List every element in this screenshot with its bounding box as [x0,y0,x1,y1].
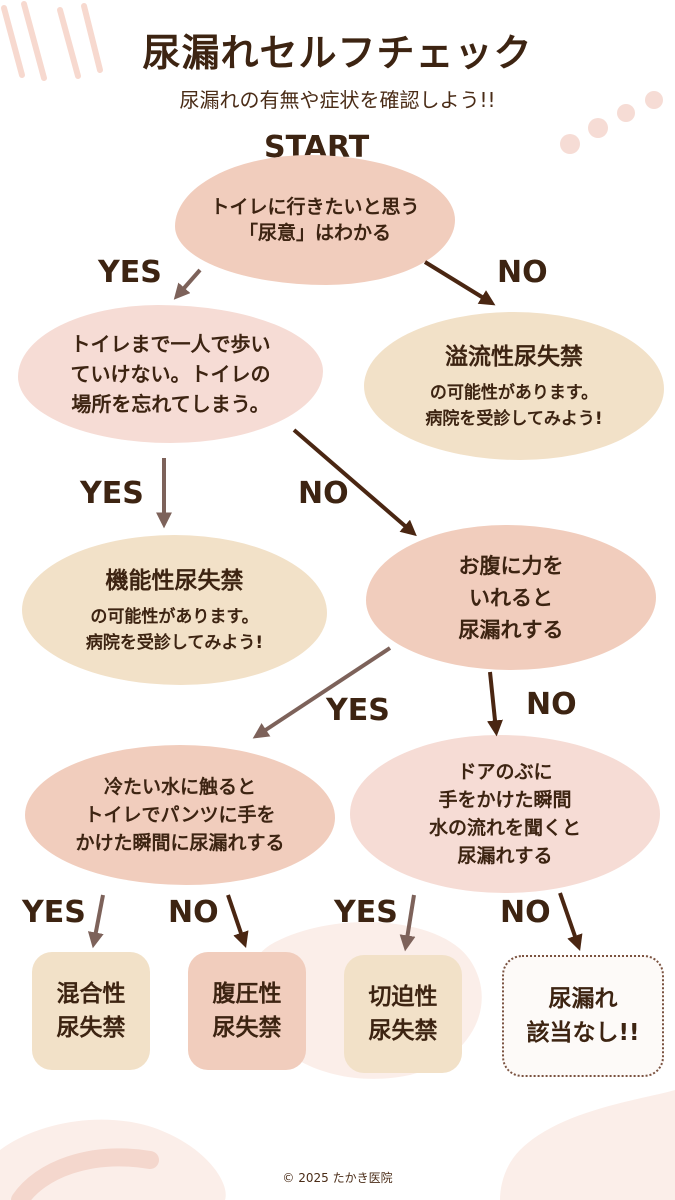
result-line: 腹圧性 [212,981,282,1007]
question-line: 冷たい水に触ると [103,776,256,798]
decor-stripe [81,3,103,73]
question-line: いれると [469,585,553,610]
decor-dot [645,91,663,109]
arrow-q1-no [423,260,496,306]
result-line: 該当なし!! [526,1020,640,1046]
decor-dot [560,134,580,154]
no-label: NO [526,687,577,722]
decor-dot [617,104,635,122]
question-line: 水の流れを聞くと [428,817,581,839]
footer-copyright: © 2025 たかき医院 [282,1171,393,1185]
question-line: ていけない。トイレの [70,362,271,386]
yes-label: YES [98,255,162,290]
result-urge-incontinence: 切迫性 尿失禁 [344,955,462,1073]
result-line: 混合性 [56,981,126,1007]
question-leak-on-cold-water: 冷たい水に触ると トイレでパンツに手を かけた瞬間に尿漏れする [25,745,335,885]
question-line: 尿漏れする [458,617,564,642]
arrow-q1-yes [173,268,202,300]
result-mixed-incontinence: 混合性 尿失禁 [32,952,150,1070]
result-line: 尿失禁 [56,1015,126,1041]
question-leak-on-door-knob: ドアのぶに 手をかけた瞬間 水の流れを聞くと 尿漏れする [350,735,660,893]
result-line: の可能性があります。 [429,383,599,403]
question-line: 手をかけた瞬間 [438,789,572,811]
question-cannot-walk-to-toilet: トイレまで一人で歩い ていけない。トイレの 場所を忘れてしまう。 [18,305,323,443]
result-title: 機能性尿失禁 [105,568,244,594]
arrow-q2-no [292,428,417,537]
arrow-q3-yes [252,646,392,739]
arrow-q5-no [558,892,583,952]
decor-stripe [1,5,25,78]
question-line: トイレまで一人で歩い [70,332,271,356]
question-line: トイレに行きたいと思う [210,196,420,218]
decor-swoosh [11,1148,159,1200]
result-line: 尿漏れ [548,986,618,1012]
no-label: NO [497,255,548,290]
decor-dot [588,118,608,138]
page-title: 尿漏れセルフチェック [142,31,533,75]
yes-label: YES [80,476,144,511]
result-line: 切迫性 [368,984,438,1010]
yes-label: YES [334,895,398,930]
question-urge-sensation: トイレに行きたいと思う 「尿意」はわかる [175,155,455,285]
page-subtitle: 尿漏れの有無や症状を確認しよう!! [179,88,496,112]
question-line: お腹に力を [458,553,564,578]
no-label: NO [500,895,551,930]
yes-label: YES [326,693,390,728]
result-functional-incontinence: 機能性尿失禁 の可能性があります。 病院を受診してみよう! [22,535,327,685]
result-no-incontinence: 尿漏れ 該当なし!! [502,955,664,1077]
question-line: 尿漏れする [457,845,553,867]
result-overflow-incontinence: 溢流性尿失禁 の可能性があります。 病院を受診してみよう! [364,312,664,460]
arrow-q4-no [226,894,249,949]
decor-blob [500,1090,675,1200]
question-line: かけた瞬間に尿漏れする [75,832,285,854]
question-line: ドアのぶに [457,761,553,783]
arrow-q4-yes [87,894,105,949]
decor-stripe [57,7,81,79]
no-label: NO [298,476,349,511]
yes-label: YES [22,895,86,930]
no-label: NO [168,895,219,930]
question-line: 「尿意」はわかる [238,222,391,244]
arrow-q5-yes [399,894,416,952]
question-line: 場所を忘れてしまう。 [71,392,270,416]
result-line: 病院を受診してみよう! [85,633,264,653]
result-stress-incontinence: 腹圧性 尿失禁 [188,952,306,1070]
result-line: 尿失禁 [368,1018,438,1044]
question-leak-on-abdominal-pressure: お腹に力を いれると 尿漏れする [366,525,656,670]
result-line: 病院を受診してみよう! [425,409,603,429]
result-line: の可能性があります。 [90,607,259,627]
question-line: トイレでパンツに手を [84,804,276,826]
decor-stripe [21,1,47,81]
result-title: 溢流性尿失禁 [445,344,583,370]
result-line: 尿失禁 [212,1015,282,1041]
arrow-q3-no [487,671,503,737]
